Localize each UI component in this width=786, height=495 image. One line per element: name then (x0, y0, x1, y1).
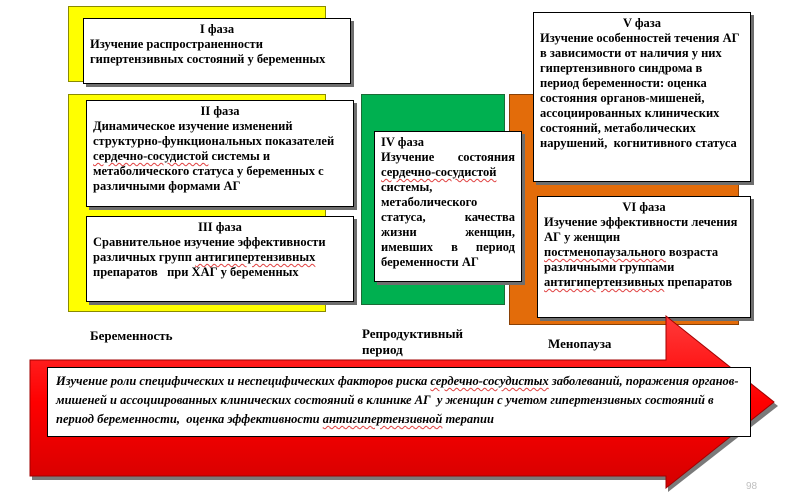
phase-6-title: VI фаза (622, 200, 666, 214)
phase-4-text: Изучение состояния сердечно-сосудистой с… (381, 150, 515, 269)
phase-2-box: II фаза Динамическое изучение изменений … (86, 100, 354, 207)
phase-3-box: III фаза Сравнительное изучение эффектив… (86, 216, 354, 302)
phase-6-text: Изучение эффективности лечения АГ у женщ… (544, 215, 738, 289)
phase-4-title: IV фаза (381, 135, 424, 149)
arrow-text: Изучение роли специфических и неспецифич… (56, 374, 739, 426)
phase-4-box: IV фаза Изучение состояния сердечно-сосу… (374, 131, 522, 282)
phase-5-box: V фаза Изучение особенностей течения АГ … (533, 12, 751, 182)
phase-2-text: Динамическое изучение изменений структур… (93, 119, 335, 193)
phase-3-text: Сравнительное изучение эффективности раз… (93, 235, 326, 279)
phase-5-text: Изучение особенностей течения АГ в завис… (540, 31, 740, 150)
page-number: 98 (746, 481, 758, 492)
phase-5-title: V фаза (622, 16, 662, 30)
label-reproductive: Репродуктивный период (362, 326, 463, 357)
phase-3-title: III фаза (198, 220, 242, 234)
phase-1-box: I фаза Изучение распространенности гипер… (83, 18, 351, 84)
label-menopause: Менопауза (548, 336, 612, 351)
arrow-text-box: Изучение роли специфических и неспецифич… (47, 367, 751, 437)
label-pregnancy: Беременность (90, 328, 173, 343)
phase-2-title: II фаза (200, 104, 240, 118)
phase-6-box: VI фаза Изучение эффективности лечения А… (537, 196, 751, 318)
phase-1-title: I фаза (199, 22, 235, 36)
phase-1-text: Изучение распространенности гипертензивн… (90, 37, 326, 66)
